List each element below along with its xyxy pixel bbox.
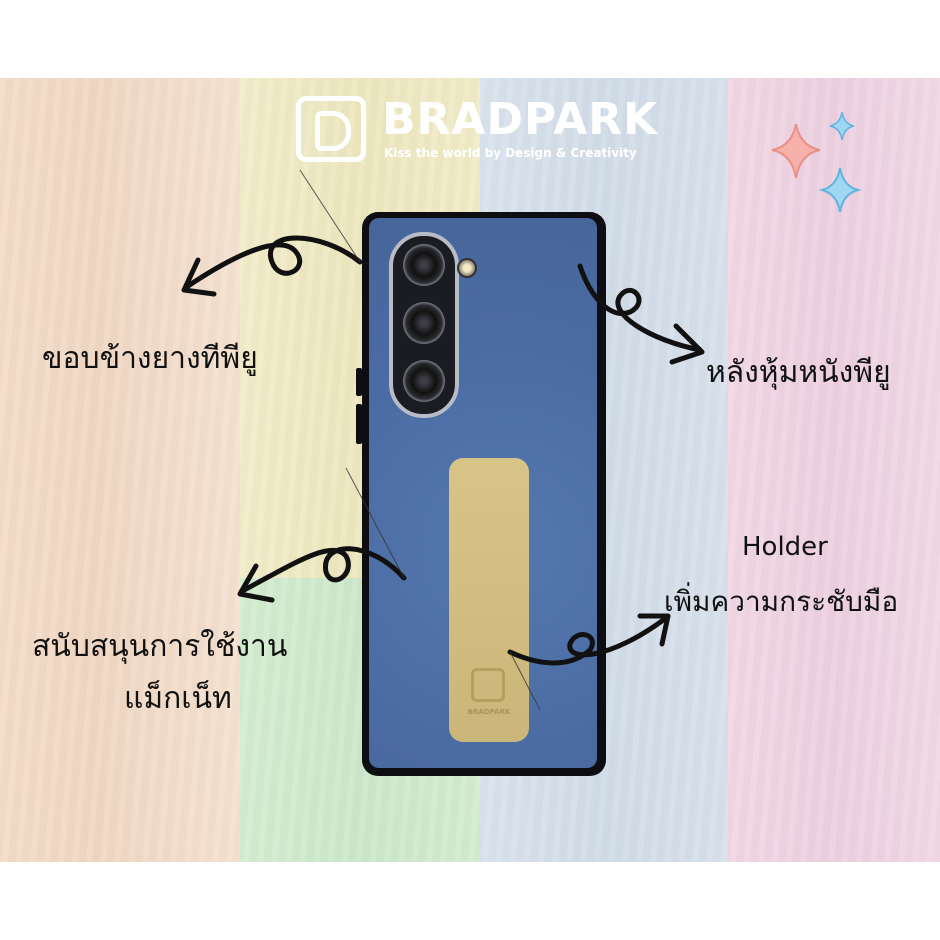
callout-magnet-line2: แม็กเน็ท: [124, 681, 232, 716]
camera-lens-icon: [403, 302, 445, 344]
sparkle-icon: [771, 111, 862, 213]
brand-tagline: Kiss the world by Design & Creativity: [384, 146, 637, 160]
callout-edge: ขอบข้างยางทีพียู: [42, 341, 258, 376]
brand-name: BRADPARK: [382, 94, 659, 145]
plank-pink: [728, 78, 940, 862]
holder-strap: BRADPARK: [449, 458, 529, 742]
callout-magnet-line1: สนับสนุนการใช้งาน: [32, 629, 288, 664]
strap-brand: BRADPARK: [467, 708, 511, 716]
side-button: [356, 404, 362, 444]
camera-lens-icon: [403, 360, 445, 402]
pu-leather-back: BRADPARK: [369, 218, 597, 768]
flash-icon: [457, 258, 477, 278]
callout-holder-title: Holder: [742, 532, 828, 562]
plank-peach: [0, 78, 240, 862]
camera-module: [389, 232, 459, 418]
callout-holder-desc: เพิ่มความกระชับมือ: [664, 585, 899, 618]
side-button: [356, 368, 362, 396]
brand-logo-icon: [296, 96, 366, 162]
callout-back: หลังหุ้มหนังพียู: [706, 355, 891, 390]
brand-logo: BRADPARK Kiss the world by Design & Crea…: [296, 96, 676, 166]
phone-case: BRADPARK: [356, 212, 606, 776]
strap-logo-icon: [471, 668, 505, 702]
camera-lens-icon: [403, 244, 445, 286]
